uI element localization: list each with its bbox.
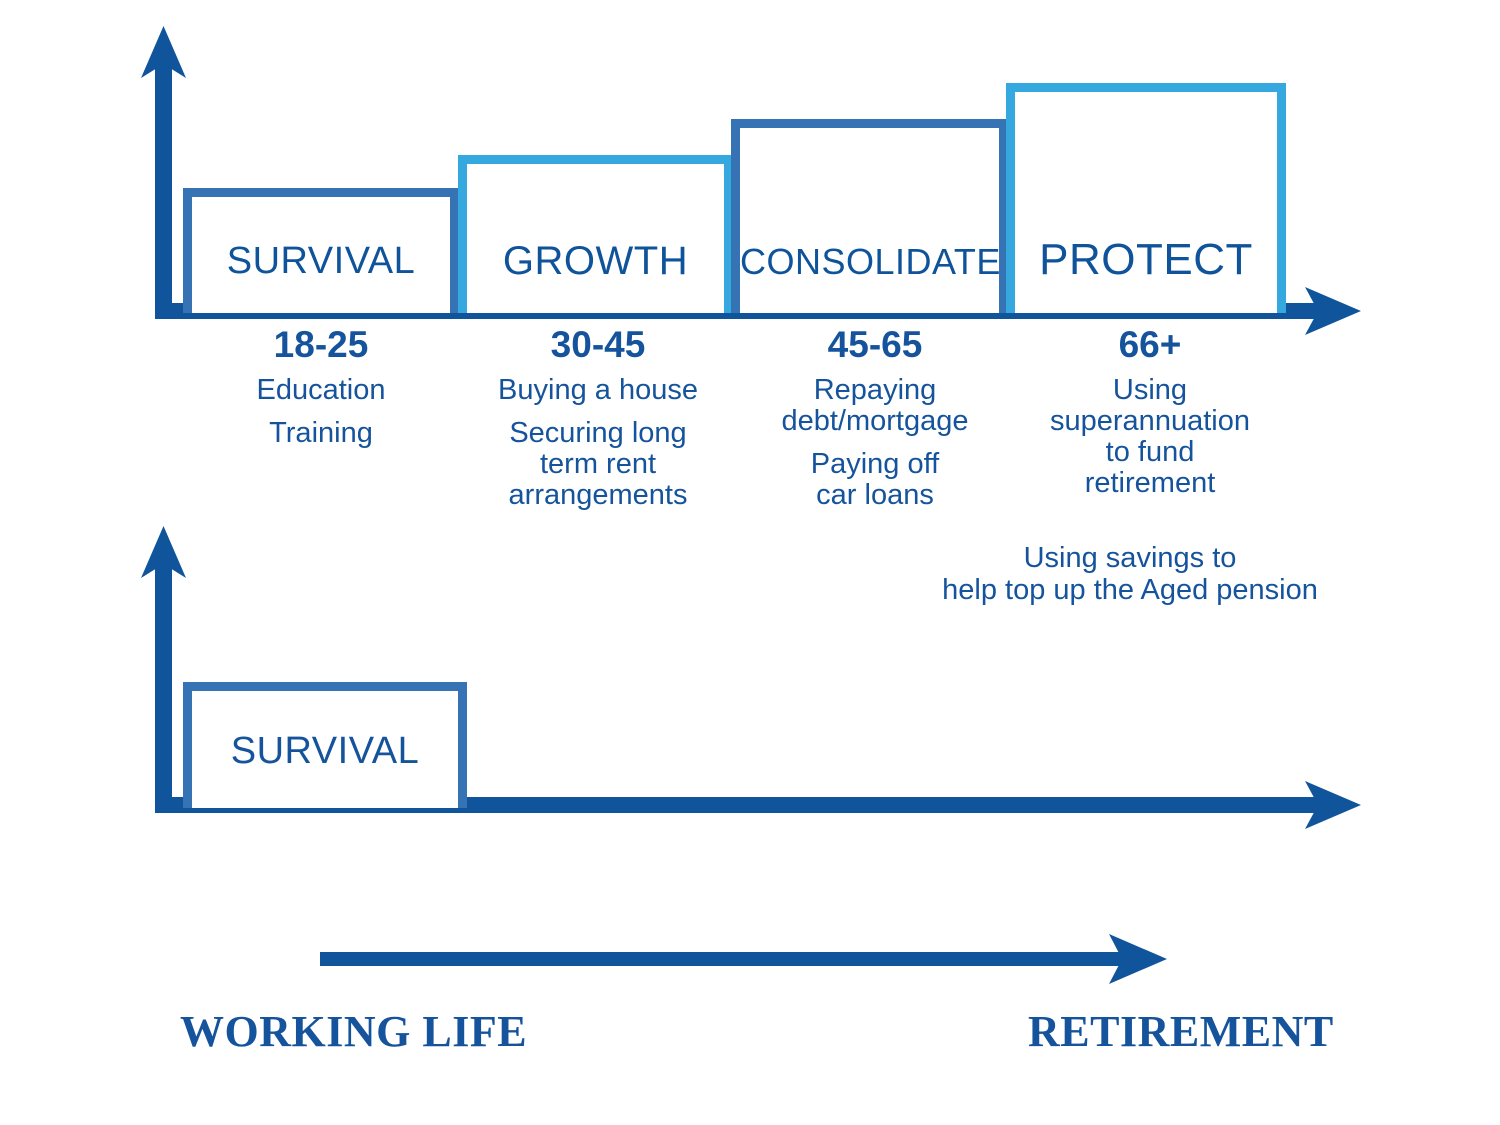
age-range-survival: 18-25 bbox=[273, 324, 369, 365]
need-item: Securing long term rent arrangements bbox=[508, 416, 688, 511]
need-item: Buying a house bbox=[498, 373, 698, 406]
need-item: Repaying debt/mortgage bbox=[781, 373, 969, 437]
step-label-growth: GROWTH bbox=[502, 239, 689, 283]
step-box-growth[interactable]: GROWTH bbox=[458, 155, 733, 313]
step-label-protect: PROTECT bbox=[1039, 235, 1253, 284]
step-box-protect[interactable]: PROTECT bbox=[1006, 83, 1286, 313]
caption-working-life: WORKING LIFE bbox=[180, 1007, 528, 1056]
step-label-survival: SURVIVAL bbox=[226, 240, 416, 282]
step-box-consolidate[interactable]: CONSOLIDATE bbox=[731, 119, 1008, 313]
need-item: Training bbox=[269, 416, 373, 449]
bottom-step-box-survival[interactable] bbox=[183, 682, 467, 808]
need-item: Using superannuation to fund retirement bbox=[1050, 373, 1250, 499]
column-survival: 18-25 Education Training bbox=[183, 324, 459, 461]
bottom-y-axis bbox=[141, 526, 186, 808]
caption-retirement: RETIREMENT bbox=[1028, 1007, 1334, 1056]
column-growth: 30-45 Buying a house Securing long term … bbox=[458, 324, 738, 523]
column-protect: 66+ Using superannuation to fund retirem… bbox=[1010, 324, 1290, 511]
age-range-protect: 66+ bbox=[1118, 324, 1182, 365]
aged-pension-note: Using savings to help top up the Aged pe… bbox=[942, 542, 1318, 606]
age-range-growth: 30-45 bbox=[550, 324, 646, 365]
timeline-arrow bbox=[320, 934, 1167, 984]
step-label-consolidate: CONSOLIDATE bbox=[740, 241, 1001, 282]
need-item: Paying off car loans bbox=[810, 447, 940, 511]
age-range-consolidate: 45-65 bbox=[827, 324, 923, 365]
need-item: Education bbox=[256, 373, 386, 406]
column-consolidate: 45-65 Repaying debt/mortgage Paying off … bbox=[736, 324, 1014, 523]
top-y-axis bbox=[141, 26, 186, 314]
step-box-survival[interactable]: SURVIVAL bbox=[183, 188, 459, 313]
bottom-step-label-survival: SURVIVAL bbox=[230, 730, 420, 772]
